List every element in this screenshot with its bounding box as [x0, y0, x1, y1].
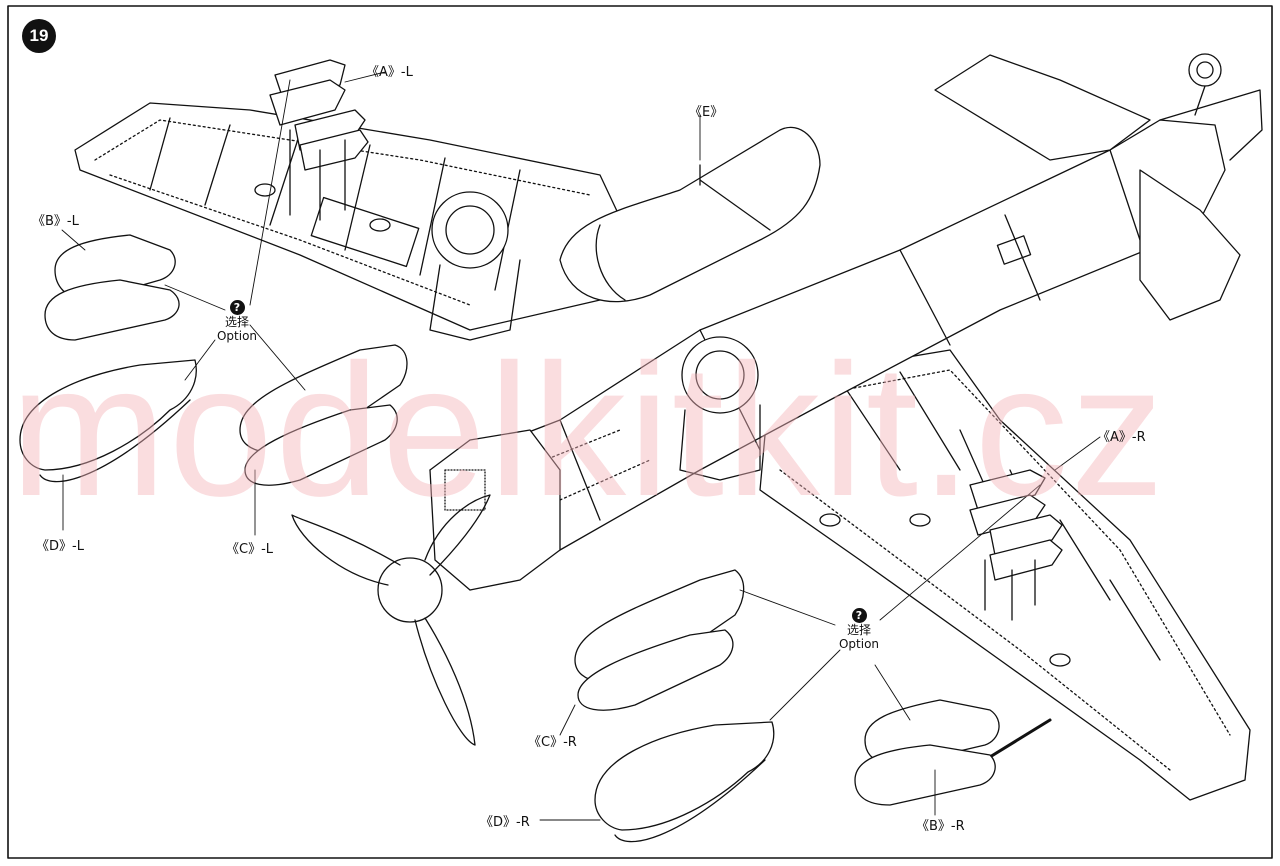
engine-nacelle-right — [679, 336, 761, 481]
label-a-left: 《A》-L — [366, 65, 413, 80]
option-chinese-label: 选择 — [846, 623, 871, 637]
sheet-border — [7, 5, 1273, 859]
nose-propeller — [291, 429, 561, 746]
question-mark-icon: ? — [229, 300, 245, 315]
tail-unit — [934, 53, 1263, 321]
option-callout-left: ? 选择 Option — [212, 300, 262, 343]
bomb-b-right — [854, 699, 1000, 806]
step-number-badge: 19 — [22, 19, 56, 53]
label-d-left: 《D》-L — [36, 539, 84, 554]
label-e: 《E》 — [689, 105, 724, 120]
option-callout-right: ? 选择 Option — [834, 608, 884, 651]
tank-d-left — [19, 359, 197, 483]
label-a-right: 《A》-R — [1097, 430, 1146, 445]
label-c-right: 《C》-R — [528, 735, 577, 750]
leader-lines — [61, 71, 1101, 821]
label-d-right: 《D》-R — [480, 815, 530, 830]
label-b-left: 《B》-L — [32, 214, 79, 229]
rocket-cluster-a-right — [969, 469, 1063, 621]
option-chinese-label: 选择 — [224, 315, 249, 329]
engine-nacelle-left — [429, 191, 521, 341]
label-c-left: 《C》-L — [226, 542, 274, 557]
rack-c-right — [574, 569, 745, 711]
question-mark-icon: ? — [851, 608, 867, 623]
tank-d-right — [594, 721, 775, 843]
rocket-cluster-a-left — [269, 59, 369, 221]
bomb-b-left — [44, 234, 180, 341]
label-b-right: 《B》-R — [916, 819, 965, 834]
rack-c-left — [239, 344, 408, 486]
option-english-label: Option — [838, 637, 880, 651]
drop-tank-e — [559, 126, 821, 303]
option-english-label: Option — [216, 329, 258, 343]
